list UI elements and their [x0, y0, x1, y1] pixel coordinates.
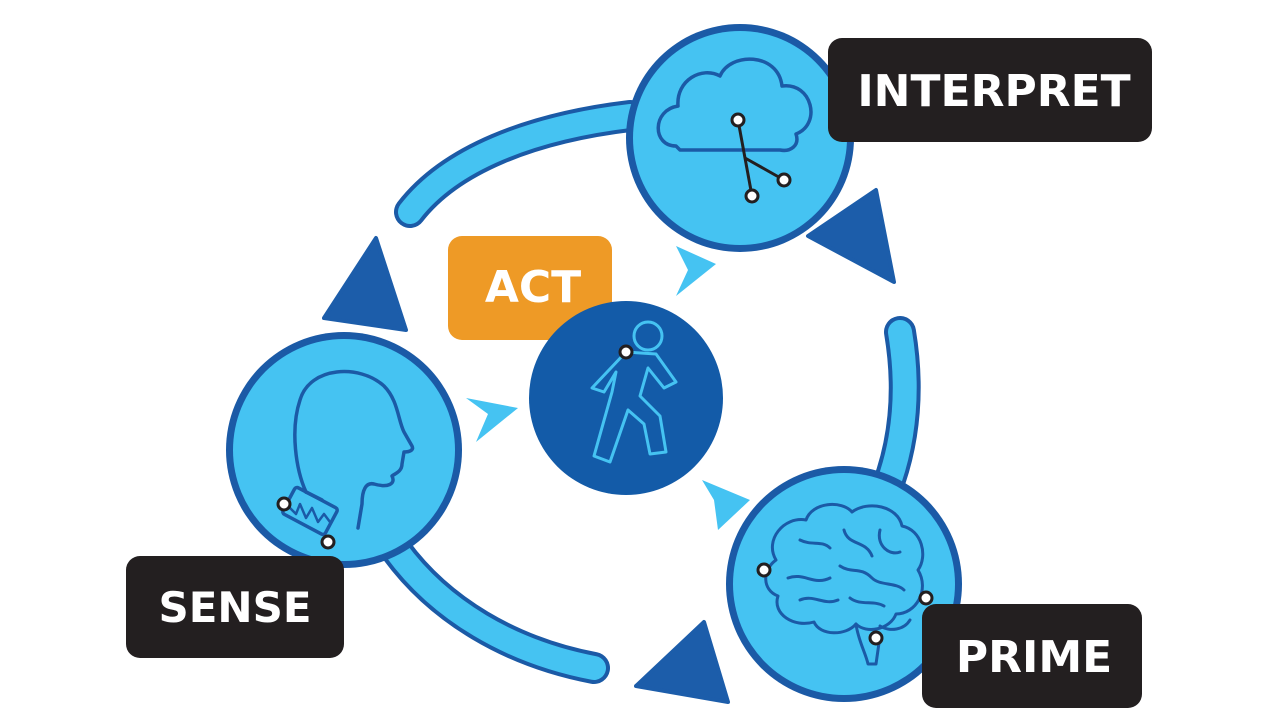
- brain-icon: [764, 502, 925, 666]
- walking-person-icon: [590, 320, 678, 464]
- small-arrow-from-interpret: [676, 246, 716, 296]
- interpret-node: [626, 24, 854, 252]
- act-node: [529, 301, 723, 495]
- small-arrow-from-sense: [466, 398, 518, 442]
- cycle-arcs: [380, 100, 921, 684]
- act-label-text: ACT: [485, 262, 581, 313]
- head-sensor-icon: [281, 369, 415, 537]
- cycle-arrowheads: [322, 188, 896, 704]
- small-arrow-from-prime: [702, 480, 750, 530]
- center-arrows: [466, 246, 750, 530]
- cloud-network-icon: [656, 57, 813, 204]
- sense-label-text: SENSE: [158, 583, 311, 632]
- arrowhead-up-left: [322, 236, 408, 332]
- act-label: ACT: [448, 236, 612, 340]
- sense-label: SENSE: [126, 556, 344, 658]
- prime-node: [726, 466, 962, 702]
- arrowhead-down-right: [806, 188, 896, 284]
- sensor-dot-act: [618, 344, 634, 360]
- interpret-label: INTERPRET: [828, 38, 1152, 142]
- sense-node: [226, 332, 462, 568]
- interpret-label-text: INTERPRET: [857, 66, 1130, 117]
- arrowhead-left-bottom: [634, 620, 730, 704]
- prime-label-text: PRIME: [956, 632, 1112, 683]
- prime-label: PRIME: [922, 604, 1142, 708]
